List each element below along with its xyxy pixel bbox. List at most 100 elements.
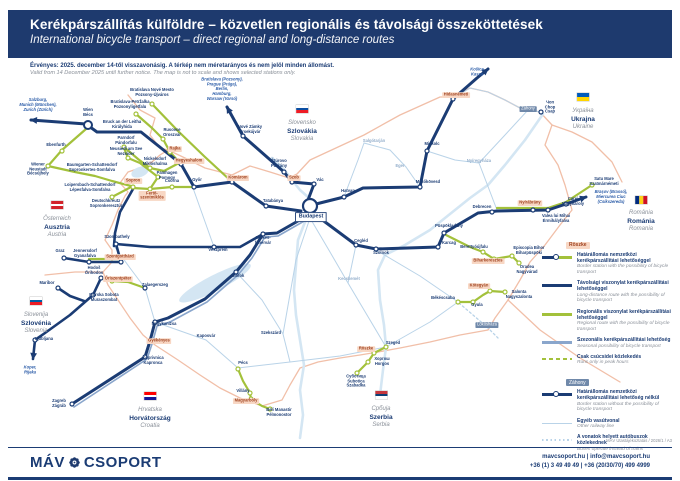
- station-marker: [118, 259, 124, 265]
- country-border-line: [102, 87, 573, 407]
- bottom-rule: [8, 477, 672, 480]
- seasonal-route: [73, 219, 307, 408]
- mav-csoport-logo: MÁV CSOPORT: [30, 454, 162, 471]
- other-railway-line: [426, 150, 498, 211]
- station-marker: [247, 390, 253, 396]
- station-marker: [354, 370, 360, 376]
- legend-label-en: Regional route with the possibility of b…: [577, 321, 670, 332]
- station-marker: [487, 288, 493, 294]
- station-marker: [267, 406, 273, 412]
- other-railway-line: [405, 166, 421, 188]
- station-marker: [142, 285, 148, 291]
- station-marker: [301, 197, 319, 215]
- footer-phone: +36 (1) 3 49 49 49 | +36 (20/30/70) 499 …: [529, 462, 650, 469]
- legend-label-en: Border station without the possibility o…: [577, 401, 659, 413]
- station-marker: [55, 285, 61, 291]
- station-marker: [470, 299, 476, 305]
- station-marker: [191, 184, 197, 190]
- station-marker: [147, 338, 153, 344]
- station-marker: [341, 194, 347, 200]
- station-marker: [545, 207, 551, 213]
- logo-text-csoport: CSOPORT: [83, 454, 162, 471]
- long-distance-route: [62, 232, 265, 264]
- page-title-en: International bicycle transport – direct…: [30, 34, 395, 46]
- station-marker: [90, 292, 96, 298]
- route-arrowhead: [30, 352, 38, 360]
- legend: Röszke Határállomás nemzetközi kerékpárs…: [542, 233, 674, 457]
- long-distance-route: [70, 215, 307, 406]
- legend-label-en: Long-distance route with the possibility…: [577, 292, 665, 304]
- regional-route: [110, 185, 133, 199]
- legend-label-hu: Egyéb vasútvonal: [577, 417, 620, 424]
- legend-label-en: Buses operate instead of trains: [577, 446, 644, 452]
- station-marker: [281, 169, 287, 175]
- station-marker: [45, 163, 51, 169]
- validity-notice-hu: Érvényes: 2025. december 14-től visszavo…: [30, 63, 335, 69]
- long-distance-line-icon: [542, 281, 572, 290]
- seasonal-line-icon: [542, 338, 572, 347]
- station-marker: [98, 275, 104, 281]
- station-marker: [147, 186, 153, 192]
- station-marker: [455, 299, 461, 305]
- station-marker: [509, 253, 515, 259]
- country-border-line: [507, 299, 621, 383]
- country-border-line: [551, 124, 623, 183]
- station-marker: [109, 278, 115, 284]
- legend-label-hu: Regionális viszonylat kerékpárszállítási…: [577, 308, 671, 321]
- station-marker: [480, 249, 486, 255]
- station-marker: [424, 148, 430, 154]
- station-marker: [489, 209, 495, 215]
- legend-item-border-nobike: Határállomás nemzetközi kerékpárszállítá…: [542, 389, 674, 413]
- station-marker: [417, 184, 423, 190]
- station-marker: [260, 231, 266, 237]
- station-marker: [450, 96, 456, 102]
- station-marker: [59, 148, 65, 154]
- regional-route: [456, 289, 507, 304]
- route-arrowhead: [481, 68, 489, 76]
- peak-hours-line-icon: [542, 355, 572, 364]
- long-distance-route: [56, 286, 86, 303]
- legend-label-en: Border station with the possibility of b…: [577, 264, 669, 275]
- regional-route: [444, 233, 521, 265]
- station-marker: [502, 289, 508, 295]
- legend-label-en: Runs only in peak hours: [577, 360, 629, 366]
- station-marker: [149, 101, 155, 107]
- route-arrowhead: [226, 106, 233, 114]
- station-marker: [125, 155, 131, 161]
- other-railway-line: [375, 249, 459, 303]
- station-marker: [383, 344, 389, 350]
- border-nobike-line-icon: [542, 390, 572, 399]
- station-marker: [235, 366, 241, 372]
- other-railway-line-icon: [542, 419, 572, 428]
- other-railway-line: [452, 87, 521, 109]
- station-marker: [178, 161, 184, 167]
- legend-item-bus-replacement: A vonatok helyett autóbuszok közlekednek…: [542, 434, 674, 452]
- station-marker: [229, 179, 235, 185]
- river-line: [376, 112, 545, 397]
- other-railway-line: [343, 142, 365, 198]
- other-railway-line: [144, 287, 156, 323]
- station-marker: [240, 133, 246, 139]
- long-distance-route: [314, 67, 490, 206]
- bus-replacement-line-icon: [542, 435, 572, 444]
- legend-item-other-railway: Egyéb vasútvonal Other railway line: [542, 418, 674, 430]
- page-title-hu: Kerékpárszállítás külföldre – közvetlen …: [30, 17, 543, 32]
- river-line: [270, 156, 314, 440]
- logo-text-mav: MÁV: [30, 454, 65, 471]
- station-marker: [563, 201, 569, 207]
- legend-border-bike-example-tag: Röszke: [566, 241, 590, 249]
- station-marker: [311, 181, 317, 187]
- station-marker: [169, 184, 175, 190]
- legend-label-en: Other railway line: [577, 424, 615, 429]
- station-marker: [155, 174, 161, 180]
- regional-route: [46, 164, 133, 188]
- other-railway-line: [235, 271, 284, 335]
- regional-line-icon: [542, 310, 572, 319]
- regional-route: [355, 345, 388, 375]
- legend-label-hu: Határállomás nemzetközi kerékpárszállítá…: [577, 251, 651, 264]
- station-marker: [160, 136, 166, 142]
- validity-notice: Érvényes: 2025. december 14-től visszavo…: [30, 63, 334, 76]
- station-marker: [353, 242, 359, 248]
- other-railway-line: [282, 217, 311, 363]
